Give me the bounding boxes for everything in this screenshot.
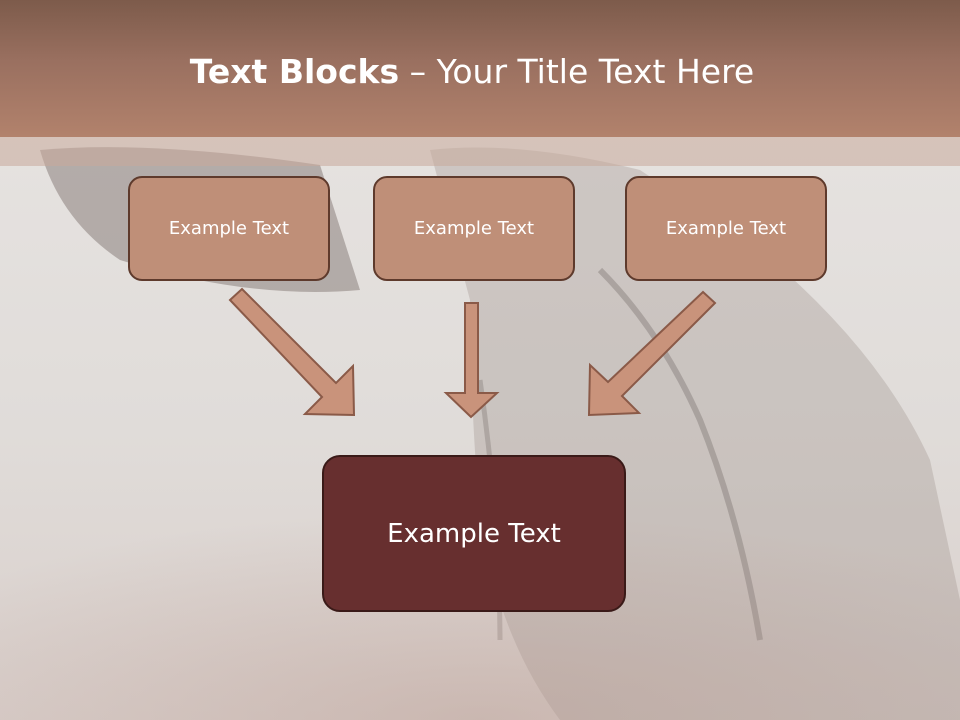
slide-title-bold: Text Blocks [189, 52, 400, 91]
text-block-1[interactable]: Example Text [128, 176, 330, 281]
text-block-3[interactable]: Example Text [625, 176, 827, 281]
arrow-down-icon [443, 302, 500, 419]
slide-title-rest: – Your Title Text Here [399, 52, 755, 91]
text-block-2[interactable]: Example Text [373, 176, 575, 281]
slide-title: Text Blocks – Your Title Text Here [0, 52, 944, 91]
arrow-right-icon [587, 290, 717, 417]
title-accent-strip [0, 137, 960, 166]
result-block[interactable]: Example Text [322, 455, 626, 612]
title-bar [0, 0, 960, 137]
arrow-left-icon [228, 287, 356, 417]
